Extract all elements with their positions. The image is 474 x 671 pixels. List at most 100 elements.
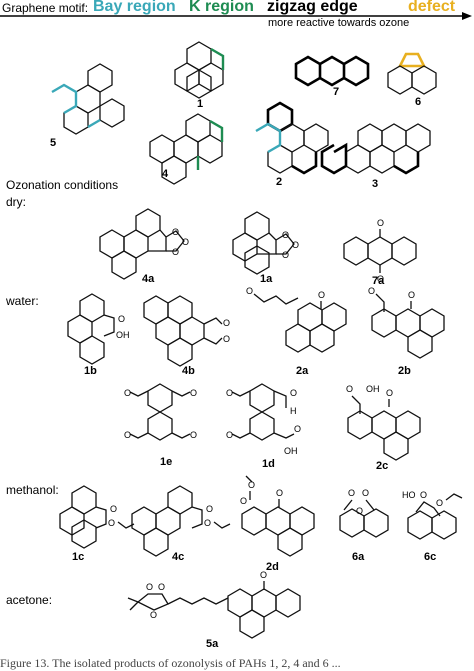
solvent-acetone: acetone: (6, 593, 53, 607)
label-1b: 1b (84, 365, 97, 377)
svg-text:O: O (146, 582, 153, 592)
svg-text:O: O (118, 314, 125, 324)
svg-text:O: O (292, 240, 299, 250)
svg-text:O: O (318, 290, 325, 300)
label-4: 4 (162, 168, 169, 180)
label-4c: 4c (172, 551, 185, 563)
svg-text:O: O (172, 247, 179, 257)
svg-text:O: O (223, 318, 230, 328)
label-1d: 1d (262, 458, 275, 470)
svg-text:O: O (206, 504, 213, 514)
solvent-water: water: (6, 294, 39, 308)
motif-label: Graphene motif: (2, 1, 89, 15)
svg-text:O: O (248, 480, 255, 490)
structure-7 (294, 55, 370, 87)
label-7: 7 (333, 86, 340, 98)
svg-text:O: O (172, 227, 179, 237)
svg-text:O: O (110, 504, 117, 514)
conditions-title: Ozonation conditions (6, 178, 119, 192)
svg-text:OH: OH (116, 330, 130, 340)
svg-text:O: O (348, 488, 355, 498)
label-6c: 6c (424, 551, 437, 563)
reactivity-arrow (0, 12, 472, 20)
label-2: 2 (276, 176, 283, 188)
legend-zigzag-edge: zigzag edge (267, 0, 358, 15)
structure-1a: OOO (232, 211, 299, 275)
svg-text:OH: OH (284, 446, 298, 456)
label-1e: 1e (160, 456, 173, 468)
svg-text:O: O (226, 430, 233, 440)
structure-6 (387, 52, 437, 95)
label-4a: 4a (142, 273, 155, 285)
label-1a: 1a (260, 273, 273, 285)
structure-4 (149, 113, 224, 185)
svg-text:O: O (124, 388, 131, 398)
svg-text:O: O (190, 430, 197, 440)
label-5a: 5a (206, 638, 219, 650)
svg-text:O: O (368, 286, 375, 296)
structure-4c: OO (131, 485, 231, 557)
structure-1d: O O OH OHO (226, 383, 301, 456)
svg-text:O: O (282, 250, 289, 260)
svg-text:H: H (290, 406, 297, 416)
structure-3 (320, 123, 431, 175)
legend-defect: defect (408, 0, 456, 15)
structure-1 (174, 41, 225, 99)
svg-text:O: O (294, 424, 301, 434)
figure-caption: Figure 13. The isolated products of ozon… (0, 656, 341, 670)
svg-text:O: O (158, 582, 165, 592)
svg-text:O: O (124, 430, 131, 440)
svg-text:O: O (246, 286, 253, 296)
label-1: 1 (197, 98, 204, 110)
label-7a: 7a (372, 275, 385, 287)
svg-text:O: O (240, 496, 247, 506)
label-1c: 1c (72, 551, 85, 563)
label-5: 5 (50, 137, 57, 149)
svg-text:O: O (276, 488, 283, 498)
svg-text:O: O (420, 490, 427, 500)
svg-text:O: O (386, 388, 393, 398)
label-6: 6 (415, 96, 422, 108)
structure-1b: O OH (67, 293, 130, 365)
structure-7a: O O (343, 218, 417, 284)
label-2a: 2a (296, 365, 309, 377)
svg-text:O: O (150, 610, 157, 620)
svg-text:O: O (182, 237, 189, 247)
structure-2d: O O O (240, 475, 315, 557)
label-3: 3 (372, 178, 379, 190)
reactivity-note: more reactive towards ozone (268, 17, 410, 29)
structure-1c: OO (59, 485, 135, 549)
structure-2b: O O (368, 286, 445, 359)
svg-text:O: O (190, 388, 197, 398)
structure-2a: O O (246, 286, 347, 353)
svg-text:O: O (408, 290, 415, 300)
structure-4a: OOO (99, 208, 189, 280)
svg-text:O: O (356, 506, 363, 516)
label-4b: 4b (182, 365, 195, 377)
svg-text:O: O (362, 488, 369, 498)
solvent-methanol: methanol: (6, 483, 59, 497)
structure-2c: O OH O (346, 384, 421, 461)
structure-1e: O O O O (124, 383, 197, 441)
legend-k-region: K region (189, 0, 254, 15)
svg-text:O: O (204, 518, 211, 528)
svg-text:O: O (226, 388, 233, 398)
structure-2 (255, 101, 329, 175)
structure-4b: OO (143, 295, 230, 367)
solvent-dry: dry: (6, 195, 27, 209)
label-2c: 2c (376, 460, 389, 472)
svg-text:O: O (260, 570, 267, 580)
svg-text:O: O (346, 384, 353, 394)
svg-text:O: O (377, 218, 384, 228)
svg-text:O: O (223, 334, 230, 344)
structure-5 (51, 63, 125, 135)
label-6a: 6a (352, 551, 365, 563)
svg-text:OH: OH (366, 384, 380, 394)
svg-text:O: O (108, 518, 115, 528)
label-2d: 2d (266, 561, 279, 573)
svg-text:O: O (436, 498, 443, 508)
svg-text:O: O (290, 388, 297, 398)
